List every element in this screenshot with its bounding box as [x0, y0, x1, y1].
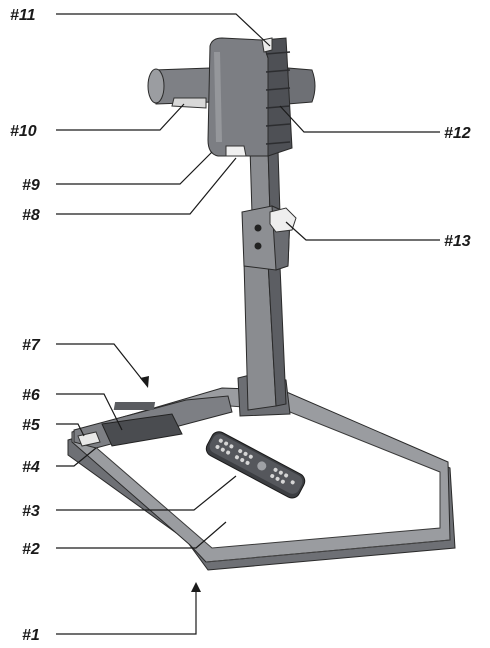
column — [237, 147, 297, 417]
callout-9: #9 — [22, 177, 40, 194]
callout-13: #13 — [444, 233, 471, 250]
callout-4: #4 — [22, 459, 40, 476]
leader-lines — [56, 13, 440, 635]
release-button — [269, 207, 297, 233]
leader-12 — [279, 105, 440, 133]
callout-7: #7 — [22, 337, 41, 354]
callout-8: #8 — [22, 207, 40, 224]
leader-3 — [56, 475, 237, 511]
callout-1: #1 — [22, 627, 40, 644]
logo-plate — [113, 402, 156, 410]
display-panel — [101, 413, 183, 447]
zoom-grip — [265, 51, 291, 145]
callout-11: #11 — [10, 7, 36, 24]
callout-2: #2 — [22, 541, 40, 558]
callout-5: #5 — [22, 417, 41, 434]
slider-screw — [254, 242, 262, 250]
callout-labels: #11 #10 #12 #9 #8 #13 #7 #6 #5 #4 #3 #2 … — [10, 7, 471, 644]
head-lamp — [225, 145, 247, 157]
leader-11 — [56, 13, 271, 47]
arm-lamp — [171, 97, 207, 109]
callout-3: #3 — [22, 503, 40, 520]
slider-screw — [254, 224, 262, 232]
camera-arm — [147, 67, 316, 109]
leader-5 — [56, 423, 85, 437]
callout-6: #6 — [22, 387, 40, 404]
leader-9 — [56, 151, 213, 185]
leader-7 — [56, 343, 145, 383]
leader-1 — [56, 590, 197, 635]
leader-1-arrow — [191, 582, 201, 592]
leader-4 — [56, 447, 97, 467]
remote-buttons — [215, 438, 295, 485]
leader-2 — [56, 521, 227, 549]
leader-6 — [56, 393, 123, 431]
leader-13 — [285, 221, 440, 241]
leader-7-arrow — [140, 376, 149, 388]
remote-control — [205, 431, 306, 499]
callout-12: #12 — [444, 125, 471, 142]
camera-head — [207, 37, 293, 157]
leader-8 — [56, 157, 237, 215]
leader-10 — [56, 103, 185, 131]
callout-10: #10 — [10, 123, 37, 140]
